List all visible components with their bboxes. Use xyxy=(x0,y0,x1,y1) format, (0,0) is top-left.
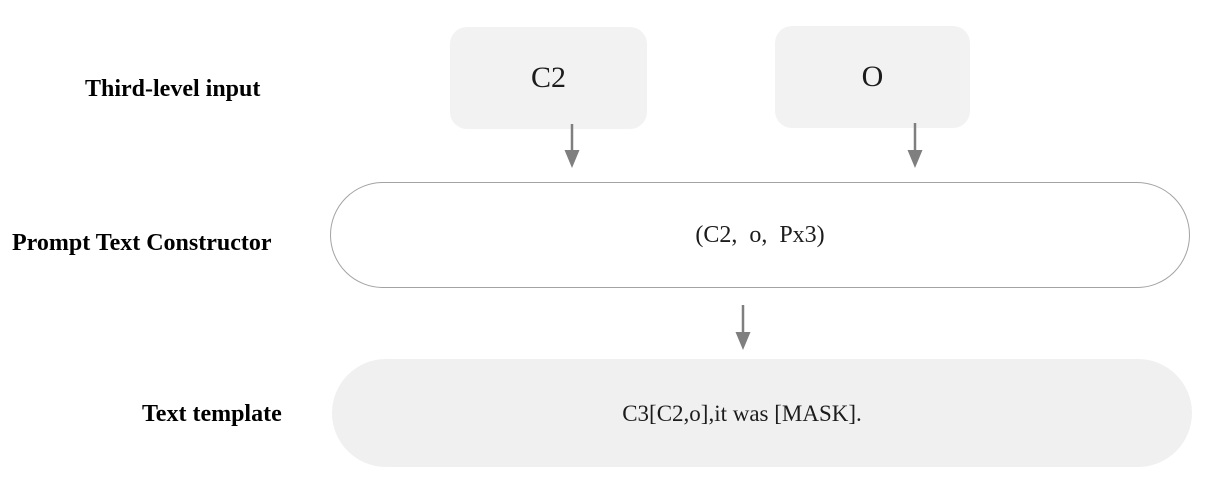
input-node-c2-label: C2 xyxy=(530,61,566,94)
row-label-third-level-input: Third-level input xyxy=(85,76,261,102)
constructor-output-label: (C2, o, Px3) xyxy=(695,222,825,248)
input-node-o-label: O xyxy=(861,60,884,93)
arrow-down-icon-o-to-constructor xyxy=(907,123,923,168)
text-template-node: C3[C2,o],it was [MASK]. xyxy=(332,359,1192,467)
row-label-prompt-text-constructor: Prompt Text Constructor xyxy=(12,230,272,256)
input-node-o: O xyxy=(775,26,970,128)
arrow-down-icon-constructor-to-template xyxy=(735,305,751,350)
input-node-c2: C2 xyxy=(450,27,647,129)
prompt-constructor-node: (C2, o, Px3) xyxy=(330,182,1190,288)
arrow-down-icon-c2-to-constructor xyxy=(564,124,580,168)
template-text-label: C3[C2,o],it was [MASK]. xyxy=(622,400,862,426)
row-label-text-template: Text template xyxy=(142,401,282,427)
